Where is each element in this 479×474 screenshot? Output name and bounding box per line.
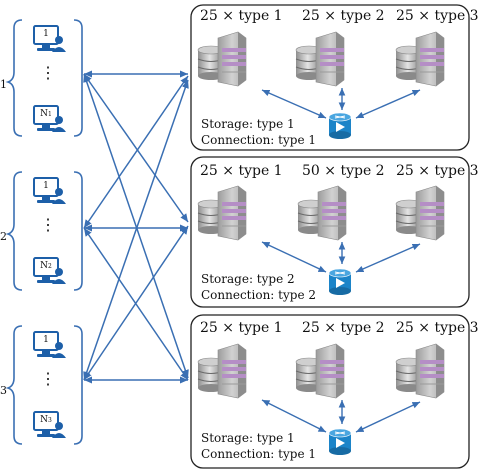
connection-arrows <box>83 70 189 384</box>
monitor-number: 1 <box>43 181 49 191</box>
user-group-brackets <box>5 19 83 445</box>
monitor-number: 1 <box>43 335 49 345</box>
server-count-label: 50 × type 2 <box>302 163 385 179</box>
cluster-2-graphics <box>197 185 445 296</box>
server-count-label: 25 × type 1 <box>200 8 283 24</box>
group-label-3: 3 <box>0 384 7 397</box>
server-count-label: 25 × type 3 <box>396 163 479 179</box>
monitor-count-label: N1 <box>40 109 52 119</box>
router-icon <box>328 268 352 296</box>
vertical-ellipsis: ⋮ <box>40 369 56 388</box>
monitor-number: 1 <box>43 29 49 39</box>
cluster-box-2 <box>190 156 470 308</box>
cluster-box-3 <box>190 314 470 469</box>
vertical-ellipsis: ⋮ <box>40 215 56 234</box>
server-count-label: 25 × type 3 <box>396 320 479 336</box>
server-count-label: 25 × type 3 <box>396 8 479 24</box>
connection-type-label: Connection: type 1 <box>201 447 316 461</box>
server-count-label: 25 × type 2 <box>302 8 385 24</box>
monitor-count-letter: N <box>40 415 49 425</box>
cluster-box-1 <box>190 4 470 151</box>
monitor-count-subscript: 3 <box>48 417 52 424</box>
cluster-3-graphics <box>197 343 445 456</box>
router-icon <box>328 428 352 456</box>
storage-type-label: Storage: type 1 <box>201 117 295 131</box>
monitor-count-letter: N <box>40 261 49 271</box>
storage-type-label: Storage: type 1 <box>201 431 295 445</box>
monitor-count-label: N2 <box>40 261 52 271</box>
group-label-1: 1 <box>0 78 7 91</box>
server-count-label: 25 × type 2 <box>302 320 385 336</box>
server-count-label: 25 × type 1 <box>200 163 283 179</box>
monitor-count-subscript: 2 <box>48 263 52 270</box>
server-count-label: 25 × type 1 <box>200 320 283 336</box>
connection-type-label: Connection: type 1 <box>201 133 316 147</box>
group-label-2: 2 <box>0 230 7 243</box>
monitor-count-letter: N <box>40 109 49 119</box>
vertical-ellipsis: ⋮ <box>40 63 56 82</box>
storage-type-label: Storage: type 2 <box>201 272 295 286</box>
router-icon <box>328 112 352 140</box>
connection-type-label: Connection: type 2 <box>201 288 316 302</box>
monitor-count-label: N3 <box>40 415 52 425</box>
cluster-1-graphics <box>197 31 445 140</box>
monitor-count-subscript: 1 <box>48 111 52 118</box>
